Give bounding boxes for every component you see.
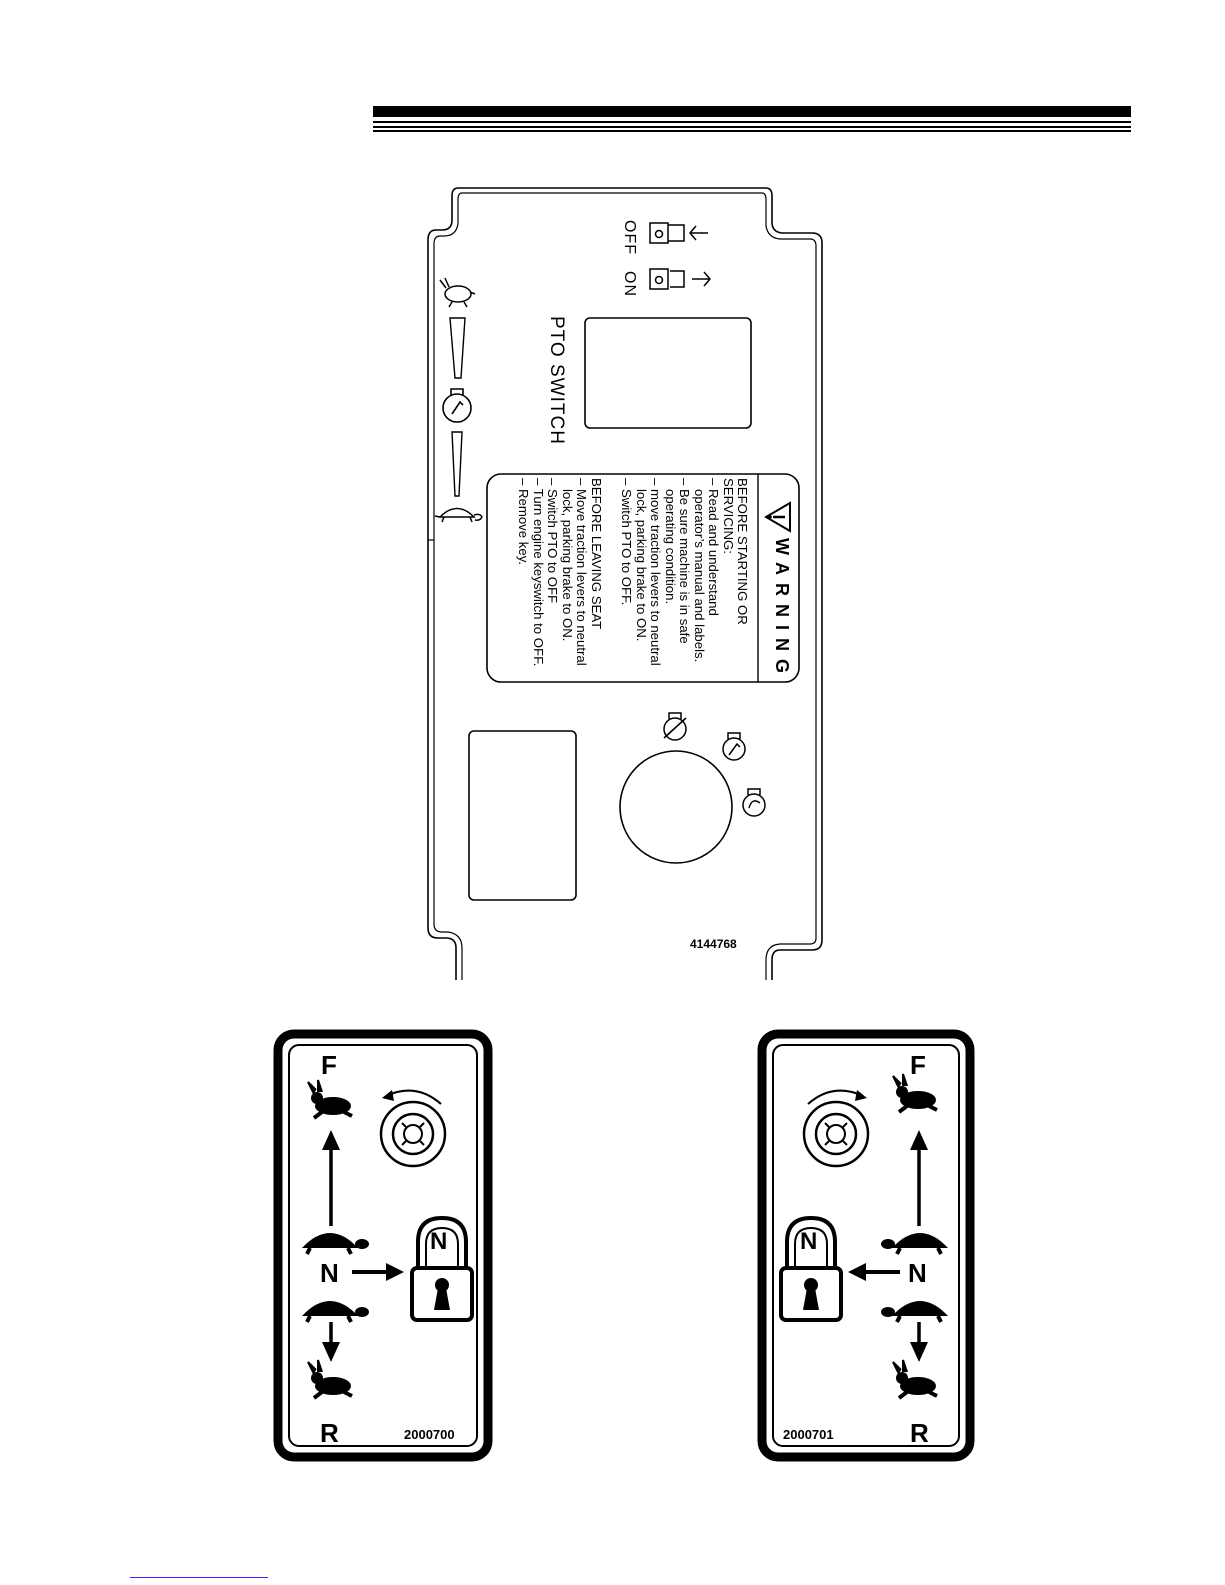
warning-line-11: – Move traction levers to neutral	[574, 478, 589, 666]
decal-left-neutral-label: N	[320, 1258, 339, 1288]
panel-outline-left-inner	[433, 192, 463, 980]
decal-left-turtle-upper-icon	[302, 1233, 369, 1255]
warning-line-13: – Switch PTO to OFF	[545, 478, 560, 604]
pto-on-label: ON	[621, 271, 638, 297]
pto-on-icon	[649, 268, 711, 290]
warning-line-6: operating condition.	[663, 489, 678, 605]
decal-right-reverse-arrow	[910, 1322, 928, 1362]
warning-line-8: lock, parking brake to ON.	[634, 489, 649, 642]
decal-left-rabbit-reverse-icon	[307, 1359, 353, 1400]
ignition-keyhole	[619, 750, 733, 864]
decal-right-reverse-label: R	[910, 1418, 929, 1448]
warning-line-4: operator’s manual and labels.	[692, 489, 707, 663]
decal-left-lock-arrow	[352, 1263, 404, 1281]
warning-line-1: BEFORE STARTING OR	[735, 478, 750, 625]
warning-line-12: lock, parking brake to ON.	[560, 489, 575, 642]
key-off-icon	[663, 712, 687, 741]
header-thin-rule-3	[373, 130, 1131, 132]
decal-right-padlock-icon	[779, 1215, 843, 1322]
key-run-icon	[722, 732, 746, 761]
decal-left-knob-icon	[379, 1089, 447, 1168]
decal-right-knob-icon	[802, 1089, 870, 1168]
turtle-icon	[434, 507, 483, 523]
decal-right-part-number: 2000701	[783, 1427, 834, 1442]
decal-right-lock-letter: N	[800, 1228, 818, 1255]
warning-line-3: – Read and understand	[706, 478, 721, 616]
hour-meter-window	[468, 730, 577, 901]
throttle-slow-wedge	[451, 431, 463, 497]
pto-off-label: OFF	[621, 220, 638, 255]
header-thin-rule-2	[373, 126, 1131, 128]
decal-right-turtle-lower-icon	[881, 1301, 948, 1323]
decal-left-padlock-icon	[410, 1215, 474, 1322]
decal-right-rabbit-reverse-icon	[892, 1359, 938, 1400]
decal-right-forward-arrow	[910, 1130, 928, 1226]
panel-outline-inner	[462, 192, 817, 980]
warning-line-14: – Turn engine keyswitch to OFF.	[531, 478, 546, 667]
header-thin-rule-1	[373, 121, 1131, 123]
panel-outline-left	[427, 187, 459, 980]
decal-right-lock-arrow	[848, 1263, 900, 1281]
footer-link-underline[interactable]	[130, 1577, 268, 1578]
decal-right-rabbit-forward-icon	[892, 1073, 938, 1114]
decal-left-reverse-arrow	[322, 1322, 340, 1362]
choke-icon	[442, 388, 472, 423]
warning-line-2: SERVICING:	[721, 478, 736, 554]
decal-right-frame	[757, 1029, 975, 1462]
decal-right-forward-label: F	[910, 1050, 926, 1080]
decal-left-reverse-label: R	[320, 1418, 339, 1448]
panel-outline	[458, 187, 823, 980]
decal-left-frame	[273, 1029, 493, 1462]
pto-switch-window	[584, 317, 752, 429]
warning-line-15: – Remove key.	[516, 478, 531, 565]
pto-switch-label: PTO SWITCH	[546, 316, 567, 445]
panel-part-number: 4144768	[690, 937, 737, 951]
header-thick-rule	[373, 106, 1131, 117]
warning-triangle-icon	[764, 501, 791, 533]
decal-right-neutral-label: N	[908, 1258, 927, 1288]
warning-line-10: BEFORE LEAVING SEAT	[589, 478, 604, 630]
throttle-fast-wedge	[449, 317, 466, 379]
warning-title: WARNING	[772, 538, 792, 681]
decal-left-turtle-lower-icon	[302, 1301, 369, 1323]
warning-line-7: – move traction levers to neutral	[648, 478, 663, 666]
decal-left-forward-arrow	[322, 1130, 340, 1226]
key-start-icon	[742, 788, 766, 817]
decal-left-rabbit-forward-icon	[307, 1079, 353, 1120]
decal-left-part-number: 2000700	[404, 1427, 455, 1442]
decal-left-forward-label: F	[321, 1050, 337, 1080]
warning-box	[486, 473, 800, 683]
rabbit-icon	[439, 277, 476, 308]
pto-off-icon	[649, 222, 708, 244]
warning-line-9: – Switch PTO to OFF.	[619, 478, 634, 606]
warning-line-5: – Be sure machine is in safe	[677, 478, 692, 644]
decal-left-lock-letter: N	[430, 1228, 448, 1255]
decal-right-turtle-upper-icon	[881, 1233, 948, 1255]
